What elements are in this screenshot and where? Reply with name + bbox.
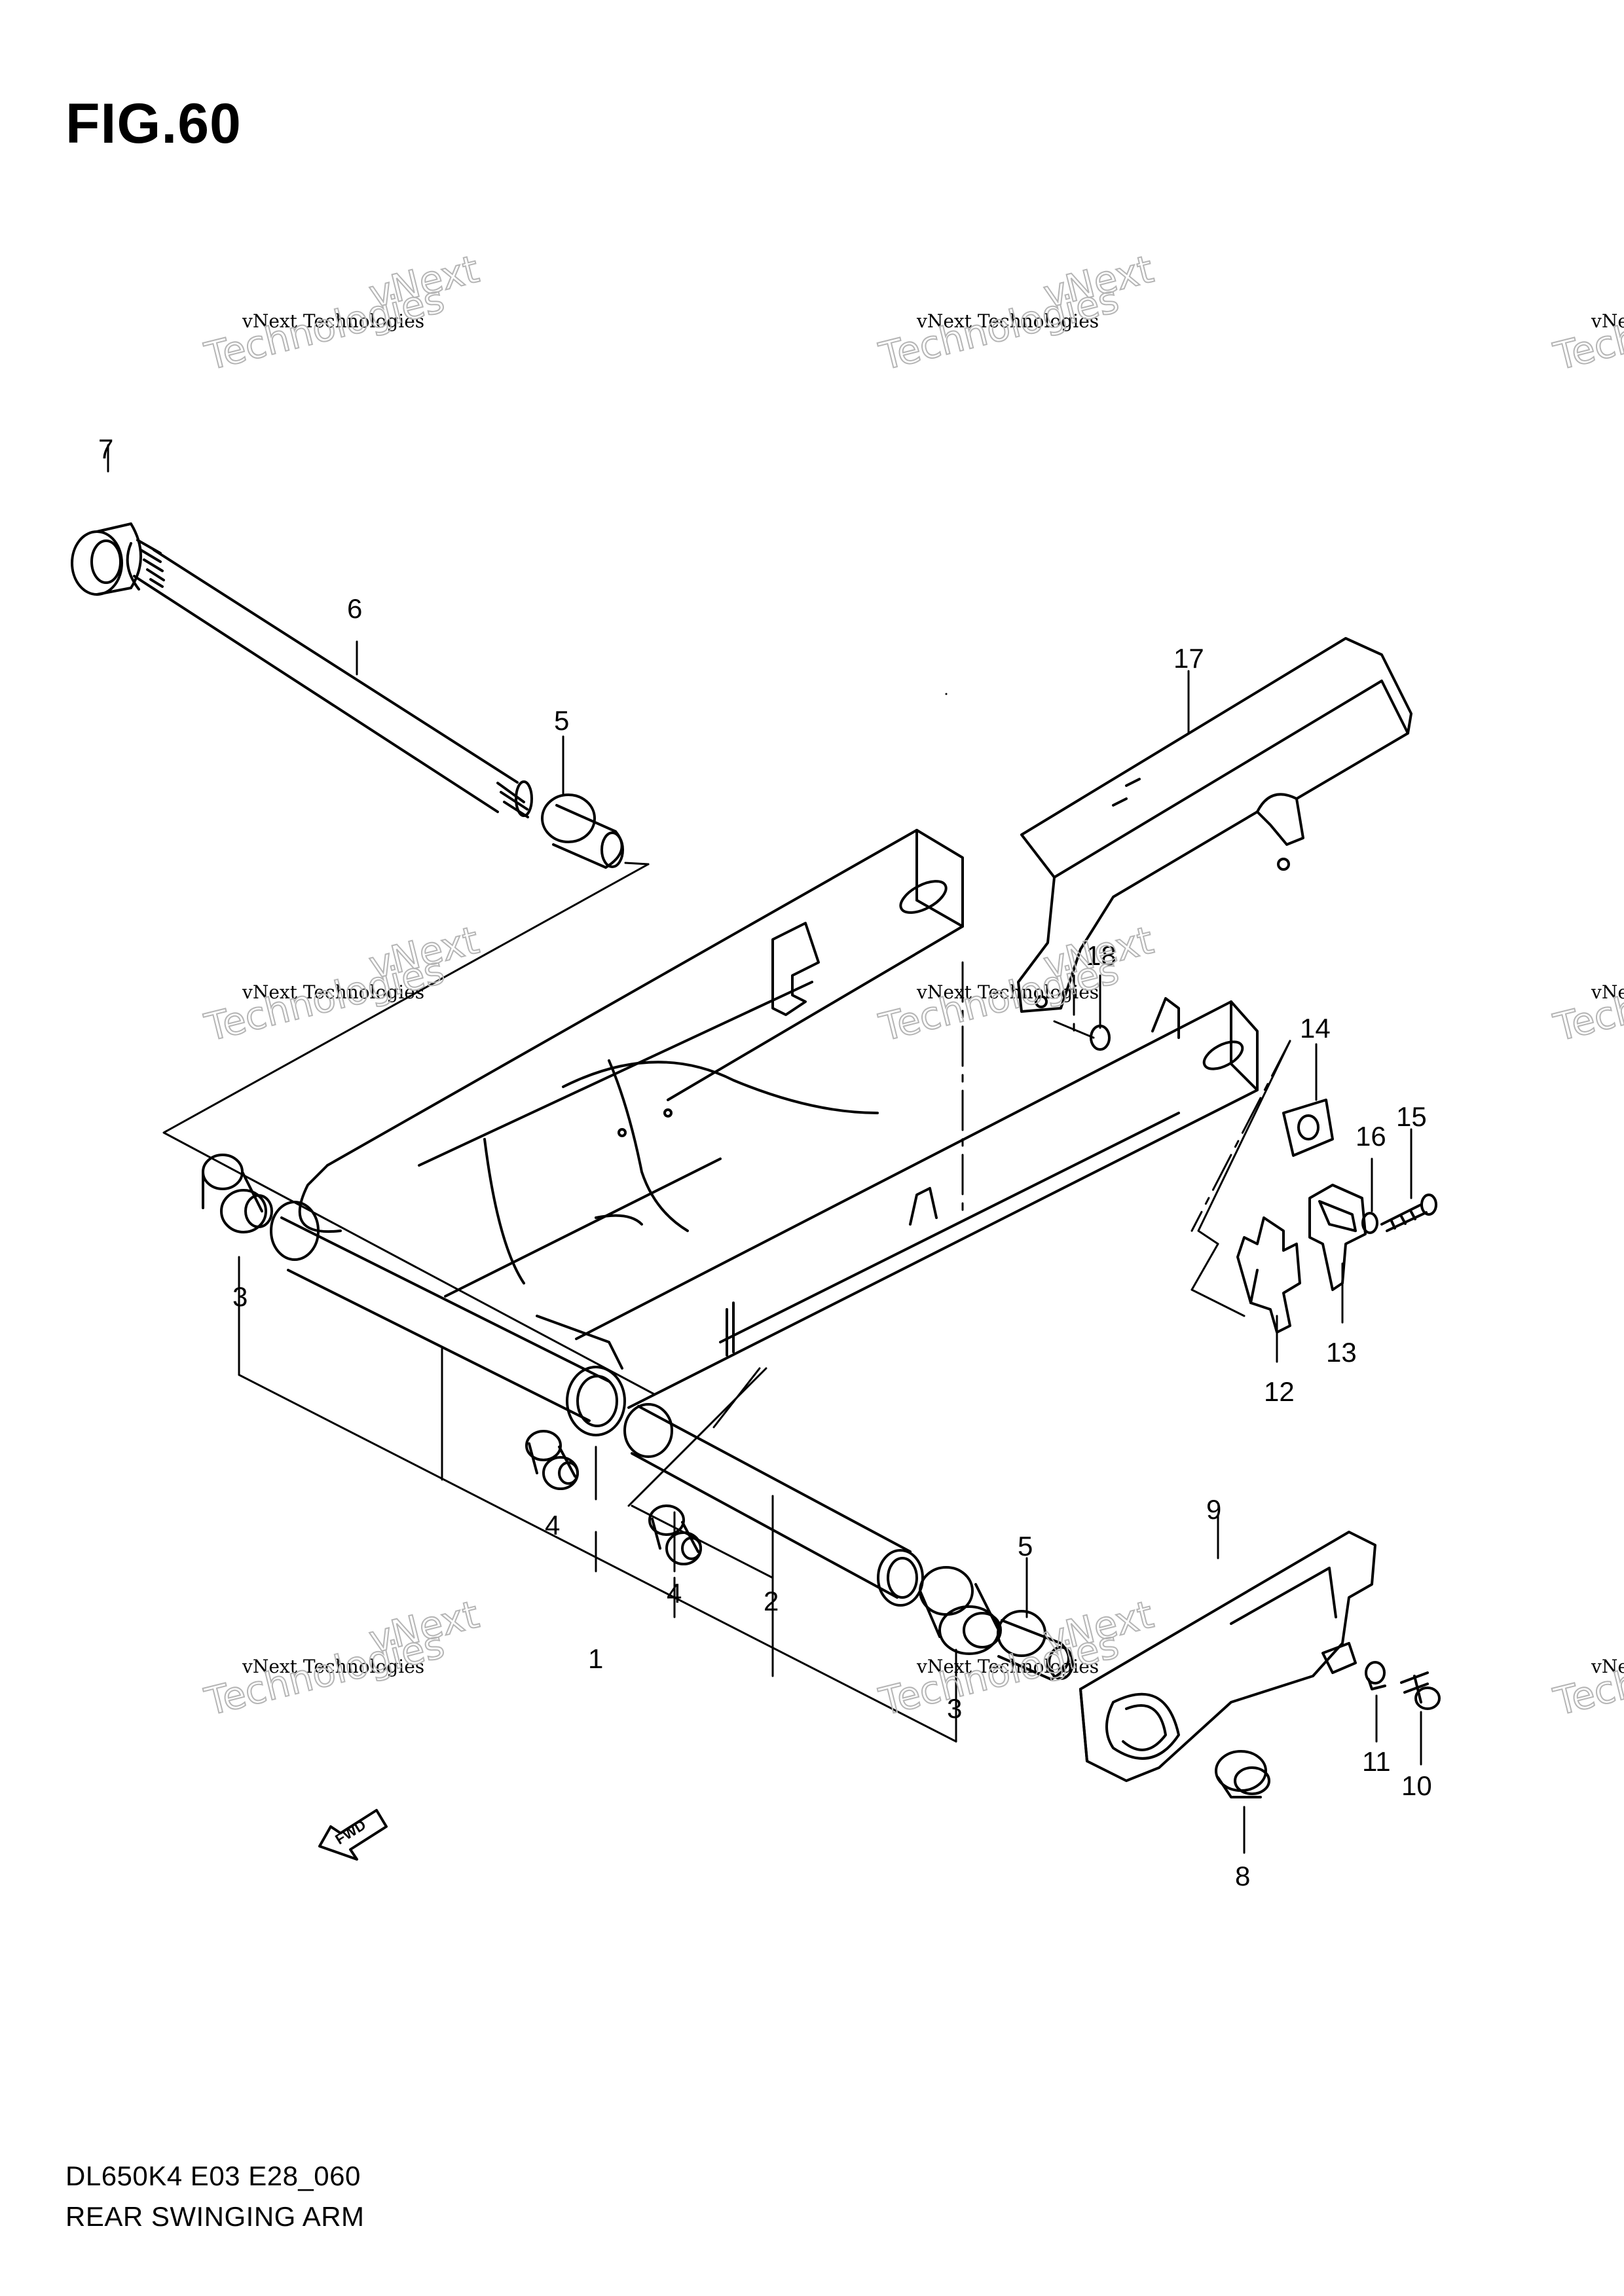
part-4-needle-bearing-a [525, 1430, 579, 1490]
model-code: DL650K4 E03 E28_060 [65, 2160, 361, 2191]
svg-text:vNext Technologies: vNext Technologies [916, 981, 1099, 1003]
callout-17: 17 [1173, 643, 1204, 674]
svg-text:vNext Technologies: vNext Technologies [916, 1656, 1099, 1677]
part-5-collar-lower [997, 1610, 1074, 1681]
part-5-collar-upper [541, 793, 624, 869]
callout-10: 10 [1401, 1770, 1432, 1801]
callout-8: 8 [1235, 1861, 1250, 1891]
callout-7: 7 [98, 433, 113, 464]
svg-text:Technologies: Technologies [200, 1622, 449, 1724]
part-12-bracket [1236, 1216, 1301, 1334]
callout-4-b: 4 [667, 1578, 682, 1609]
callout-4-a: 4 [545, 1510, 560, 1540]
part-2-tube [623, 1403, 924, 1607]
watermark-5: vNext Technologies vNext Technologies [200, 1592, 484, 1725]
callout-14: 14 [1300, 1013, 1331, 1044]
part-8-nut [1215, 1750, 1270, 1798]
figure-title: FIG.60 [65, 92, 242, 155]
svg-text:Technologies: Technologies [1549, 1622, 1624, 1724]
part-13-chain-guide [1308, 1184, 1367, 1291]
part-7-nut [71, 522, 142, 596]
part-17-chain-cover [1017, 637, 1412, 1013]
callout-numbers: 7 6 5 17 18 14 15 16 13 12 3 4 4 2 1 5 9… [98, 433, 1432, 1891]
fwd-label: FWD [332, 1816, 369, 1848]
callout-15: 15 [1396, 1101, 1427, 1132]
part-9-chain-case [1079, 1531, 1376, 1782]
callout-9: 9 [1206, 1494, 1221, 1525]
watermark-7: vNext Technologies Technologies [1549, 276, 1624, 379]
watermark-1: vNext Technologies vNext Technologies [200, 246, 484, 380]
svg-text:vNext Technologies: vNext Technologies [1591, 310, 1624, 332]
svg-text:vNext Technologies: vNext Technologies [1591, 981, 1624, 1003]
svg-text:Technologies: Technologies [1549, 276, 1624, 378]
part-3-bearing-right [919, 1566, 1002, 1655]
callout-3-left: 3 [232, 1281, 248, 1312]
callout-2: 2 [764, 1586, 779, 1616]
callout-11: 11 [1362, 1746, 1391, 1777]
callout-13: 13 [1326, 1337, 1357, 1368]
svg-text:vNext Technologies: vNext Technologies [242, 1656, 424, 1677]
watermark-3: vNext Technologies vNext Technologies [200, 917, 484, 1051]
callout-18: 18 [1086, 940, 1116, 971]
svg-text:Technologies: Technologies [200, 947, 449, 1049]
svg-text:vNext Technologies: vNext Technologies [242, 310, 424, 332]
callout-1: 1 [588, 1643, 603, 1674]
part-6-pivot-shaft [126, 539, 533, 818]
watermark-group: vNext Technologies vNext Technologies vN… [200, 246, 1624, 1725]
part-11-collar [1365, 1661, 1386, 1690]
callout-16: 16 [1356, 1121, 1386, 1152]
svg-text:Technologies: Technologies [200, 276, 449, 378]
watermark-9: vNext Technologies Technologies [1549, 1621, 1624, 1724]
watermark-2: vNext Technologies vNext Technologies [874, 246, 1158, 380]
watermark-4: vNext Technologies vNext Technologies [874, 917, 1158, 1051]
callout-6: 6 [347, 593, 362, 624]
svg-text:vNext Technologies: vNext Technologies [1591, 1656, 1624, 1677]
svg-text:vNext Technologies: vNext Technologies [242, 981, 424, 1003]
swing-arm-body [270, 829, 1259, 1436]
part-15-bolt [1380, 1194, 1437, 1232]
part-16-washer [1361, 1212, 1378, 1234]
svg-text:Technologies: Technologies [1549, 947, 1624, 1049]
fwd-arrow-icon [318, 1809, 388, 1861]
callout-12: 12 [1264, 1376, 1295, 1407]
leader-lines [107, 444, 1422, 1854]
svg-text:vNext Technologies: vNext Technologies [916, 310, 1099, 332]
callout-3-right: 3 [947, 1693, 962, 1724]
section-name: REAR SWINGING ARM [65, 2201, 365, 2232]
callout-5-upper: 5 [554, 705, 569, 736]
center-lines [961, 961, 1291, 1232]
part-10-bolt [1400, 1671, 1441, 1710]
watermark-8: vNext Technologies Technologies [1549, 947, 1624, 1050]
part-3-bearing-left [202, 1154, 273, 1233]
svg-text:Technologies: Technologies [875, 276, 1123, 378]
callout-5-lower: 5 [1018, 1531, 1033, 1561]
part-14-plate [1282, 1099, 1334, 1157]
